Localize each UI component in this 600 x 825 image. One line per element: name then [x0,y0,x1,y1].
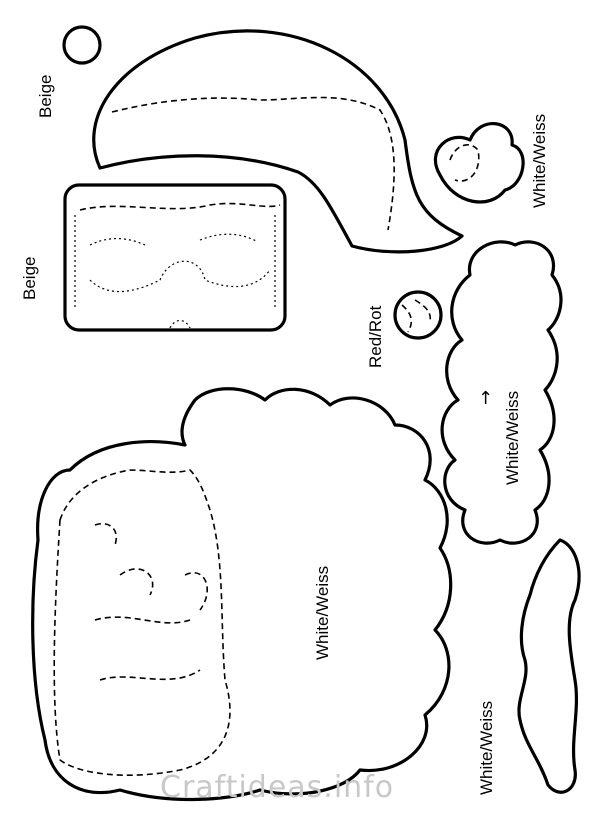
pompom-piece [433,122,525,204]
label-white-pompom: White/Weiss [530,113,549,208]
mustache-piece [517,538,581,794]
label-white-beard: White/Weiss [313,565,332,660]
beard-piece [31,387,453,802]
hat-brim-piece [440,240,563,545]
label-white-mustache: White/Weiss [477,700,496,795]
label-red-nose: Red/Rot [366,305,385,368]
label-beige-face: Beige [20,256,39,300]
hat-piece [92,29,464,254]
label-beige-circle: Beige [36,74,55,118]
watermark: Craftideas.info [160,770,395,805]
nose-piece [393,290,443,340]
grain-arrow-icon: ↑ [478,388,494,409]
beige-circle-piece [62,25,102,65]
face-piece [63,183,287,332]
label-white-brim: White/Weiss [503,390,522,485]
